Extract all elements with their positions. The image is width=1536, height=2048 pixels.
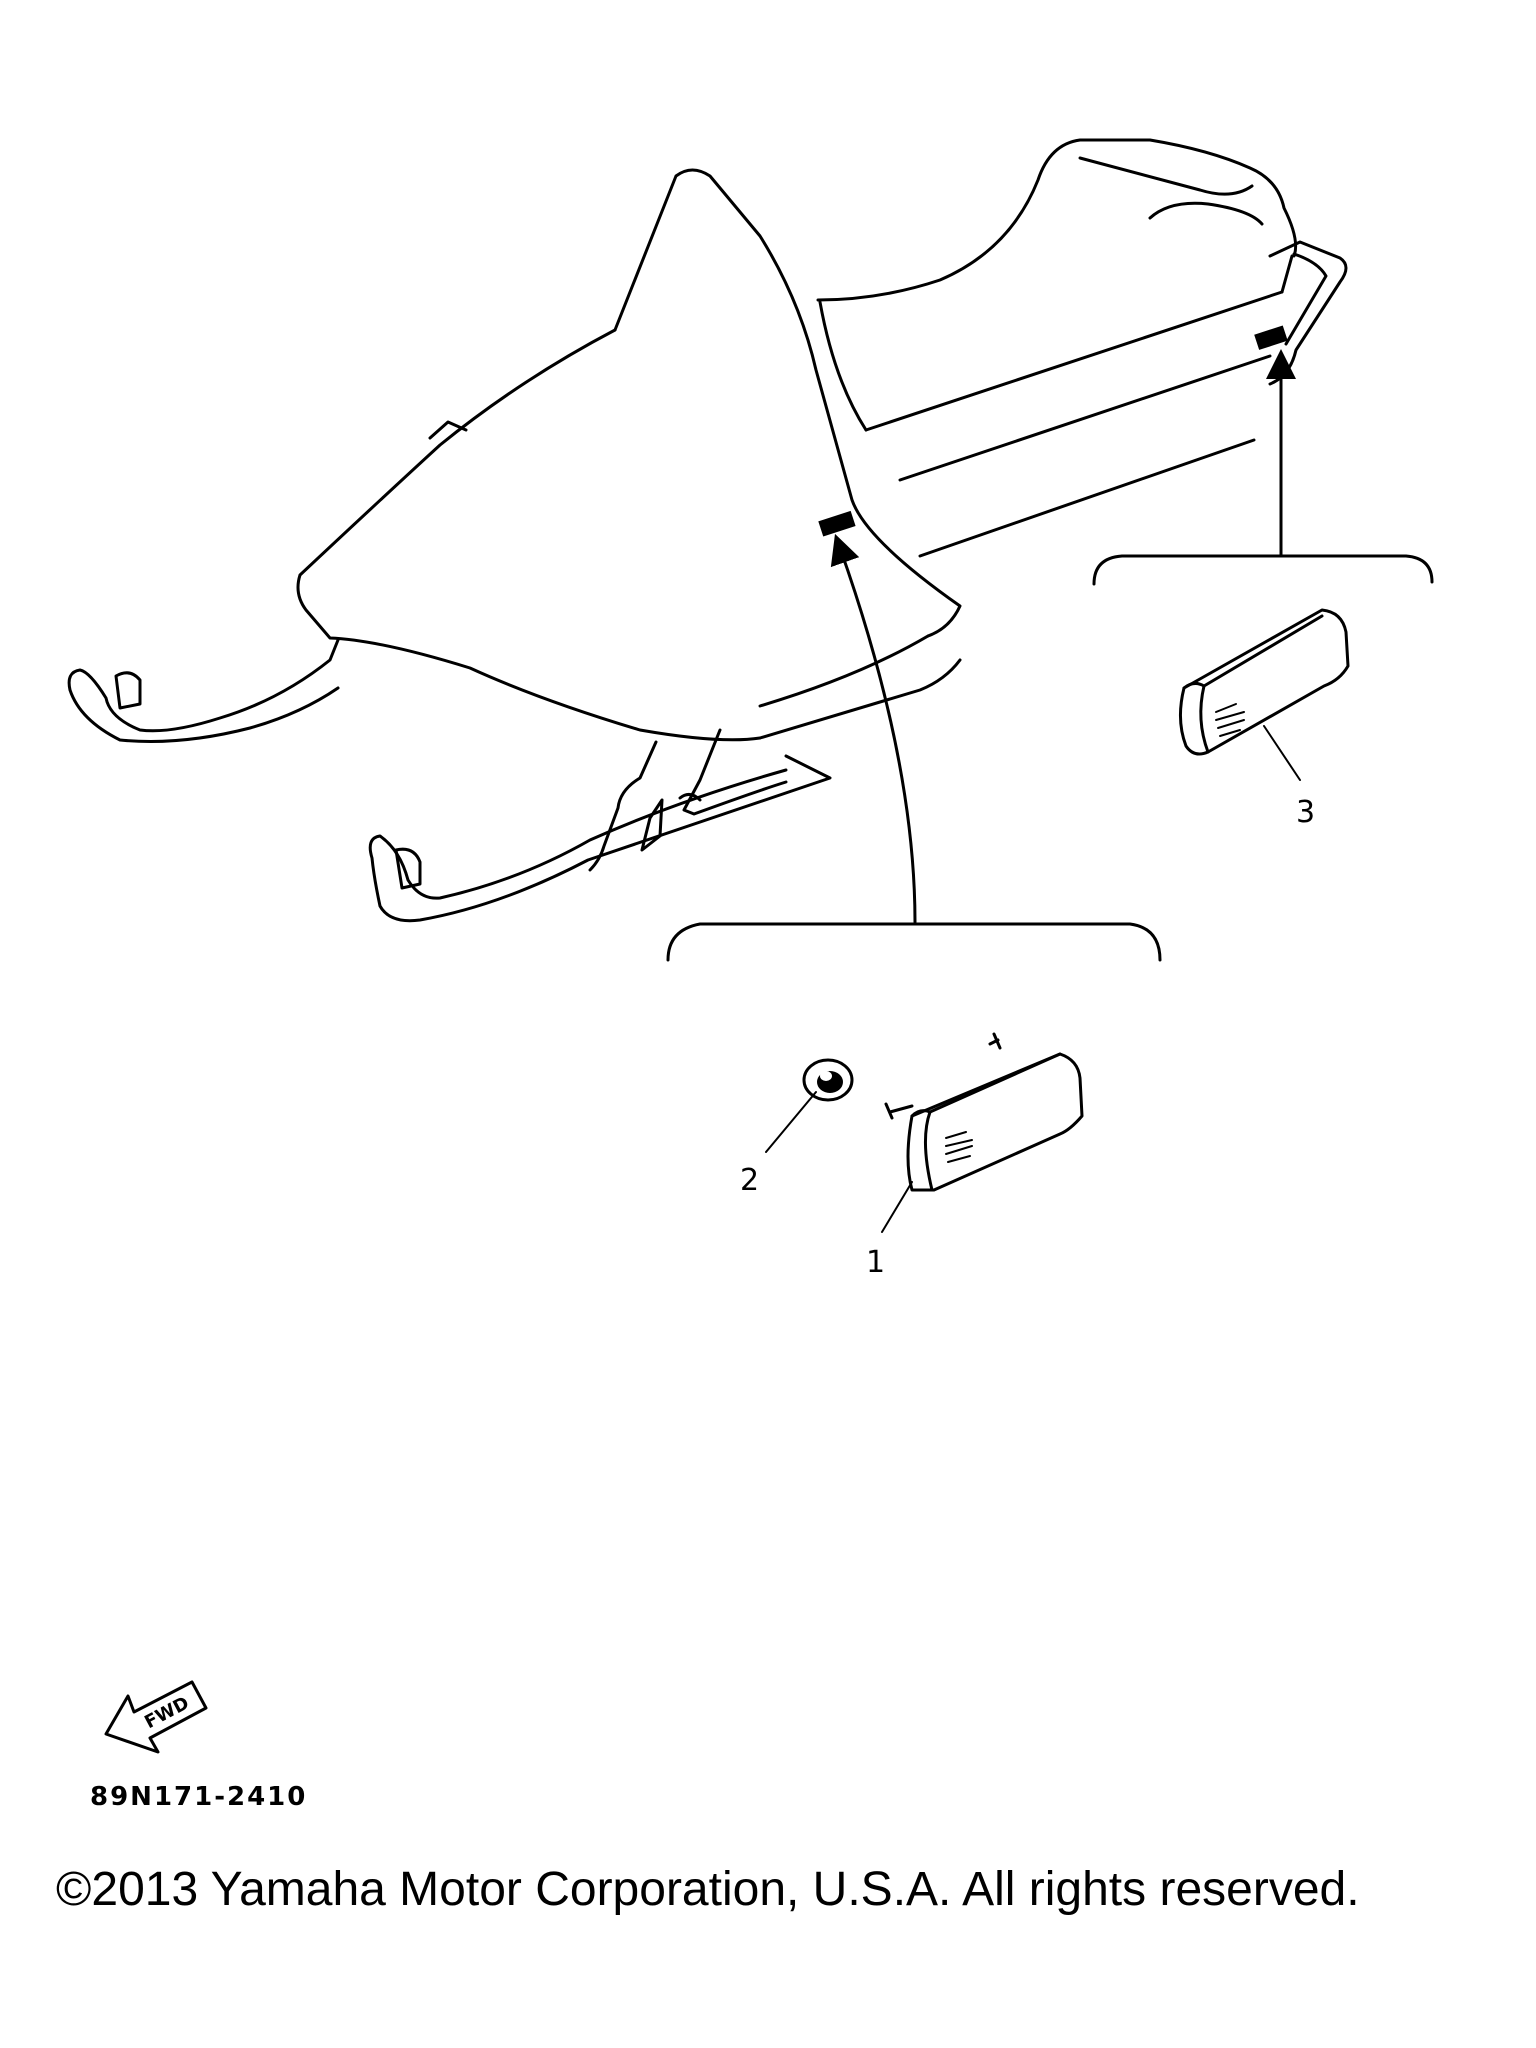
snowmobile-illustration [67,138,1348,923]
leader-lines [765,725,1301,1233]
copyright-notice: ©2013 Yamaha Motor Corporation, U.S.A. A… [56,1863,1360,1916]
callout-2: 2 [740,1163,759,1198]
callout-1: 1 [866,1245,885,1280]
callout-3: 3 [1296,795,1315,830]
forward-direction-icon: FWD [104,1680,208,1754]
nut-part-2 [802,1058,854,1102]
part-code: 89N171-2410 [90,1782,308,1812]
callout-arrows [666,349,1434,962]
reflector-part-1 [884,1032,1084,1192]
reflector-part-3 [1179,608,1350,756]
